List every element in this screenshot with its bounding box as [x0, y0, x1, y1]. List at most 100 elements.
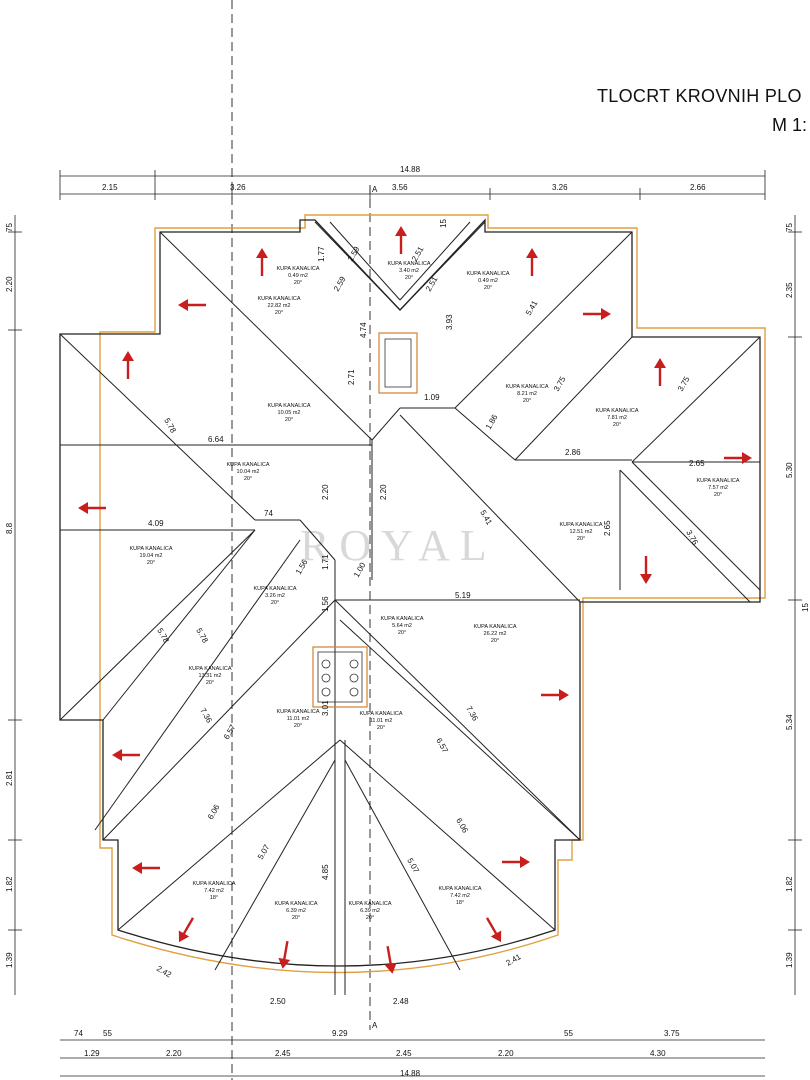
roof-area-slope: 20°: [523, 398, 531, 404]
flue-icon: [349, 659, 359, 669]
flue-icon: [321, 659, 331, 669]
roof-area-name: KUPA KANALICA: [277, 709, 320, 715]
slope-arrows: [78, 226, 752, 974]
inner-dimension-label: 74: [264, 509, 273, 518]
roof-area-slope: 20°: [366, 915, 374, 921]
roof-area-name: KUPA KANALICA: [381, 616, 424, 622]
inner-dimension-label: 2.50: [270, 997, 286, 1006]
dim-top-5: 2.66: [690, 183, 706, 192]
roof-area-slope: 20°: [294, 280, 302, 286]
dim-bottom-total: 14.88: [400, 1069, 421, 1078]
inner-dimension-label: 1.09: [424, 393, 440, 402]
roof-area-area: 3.40 m2: [399, 268, 419, 274]
inner-dimension-label: 5.78: [155, 627, 171, 645]
slope-arrow-icon: [178, 917, 195, 943]
slope-arrow-icon: [122, 351, 134, 379]
inner-dimension-label: 2.71: [347, 369, 356, 385]
slope-arrow-icon: [640, 556, 652, 584]
inner-dimension-label: 2.41: [505, 952, 523, 968]
dim-left-5: 1.82: [5, 876, 14, 892]
roof-area-area: 7.57 m2: [708, 485, 728, 491]
roof-area-slope: 20°: [206, 680, 214, 686]
dim-right-5: 1.82: [785, 876, 794, 892]
roof-area-name: KUPA KANALICA: [258, 296, 301, 302]
roof-area-area: 22.82 m2: [268, 303, 291, 309]
inner-dimension-label: 2.20: [379, 484, 388, 500]
roof-area-name: KUPA KANALICA: [254, 586, 297, 592]
inner-dimension-label: 2.51: [424, 275, 440, 293]
roof-area-area: 11.01 m2: [287, 716, 310, 722]
skylight-inner: [384, 338, 412, 388]
roof-area-name: KUPA KANALICA: [268, 403, 311, 409]
roof-area-area: 0.49 m2: [288, 273, 308, 279]
roof-area-area: 8.21 m2: [517, 391, 537, 397]
inner-dimension-label: 2.86: [565, 448, 581, 457]
slope-arrow-icon: [384, 946, 397, 974]
dim-top-1: 2.15: [102, 183, 118, 192]
roof-area-name: KUPA KANALICA: [349, 901, 392, 907]
inner-dimension-label: 5.78: [162, 417, 178, 435]
slope-arrow-icon: [112, 749, 140, 761]
flue-icon: [321, 673, 331, 683]
flue-icon: [321, 687, 331, 697]
dim-bot1-5: 3.75: [664, 1029, 680, 1038]
roof-area-slope: 20°: [405, 275, 413, 281]
inner-dimension-label: 4.74: [359, 322, 368, 338]
dim-left-6: 1.39: [5, 952, 14, 968]
dim-right-7: 15: [801, 603, 810, 612]
roof-area-area: 6.39 m2: [286, 908, 306, 914]
roof-area-area: 7.42 m2: [204, 888, 224, 894]
inner-dimension-label: 2.65: [689, 459, 705, 468]
roof-outline: [59, 218, 761, 967]
roof-area-name: KUPA KANALICA: [560, 522, 603, 528]
dim-right-6: 1.39: [785, 952, 794, 968]
dimension-lines: [8, 170, 802, 1077]
roof-area-name: KUPA KANALICA: [227, 462, 270, 468]
roof-area-name: KUPA KANALICA: [193, 881, 236, 887]
dim-bot2-4: 2.45: [396, 1049, 412, 1058]
roof-area-slope: 20°: [398, 630, 406, 636]
dim-bot2-2: 2.20: [166, 1049, 182, 1058]
roof-area-area: 10.05 m2: [278, 410, 301, 416]
roof-area-slope: 18°: [456, 900, 464, 906]
watermark-text: ROYAL: [300, 521, 497, 570]
roof-area-slope: 20°: [244, 476, 252, 482]
inner-dimension-label: 3.93: [445, 314, 454, 330]
dim-bot2-5: 2.20: [498, 1049, 514, 1058]
roof-area-name: KUPA KANALICA: [360, 711, 403, 717]
flue-icon: [349, 673, 359, 683]
dim-bot2-1: 1.29: [84, 1049, 100, 1058]
inner-dimension-label: 2.20: [321, 484, 330, 500]
chimney-inner: [317, 651, 363, 703]
flue-icon: [349, 687, 359, 697]
roof-area-area: 7.42 m2: [450, 893, 470, 899]
inner-dimension-label: 4.09: [148, 519, 164, 528]
dim-bot2-3: 2.45: [275, 1049, 291, 1058]
inner-dimension-label: 5.41: [524, 299, 540, 317]
roof-area-name: KUPA KANALICA: [275, 901, 318, 907]
roof-area-name: KUPA KANALICA: [189, 666, 232, 672]
slope-arrow-icon: [278, 941, 291, 969]
inner-dimension-label: 7.36: [464, 705, 480, 723]
dim-right-4: 5.34: [785, 714, 794, 730]
roof-area-slope: 18°: [210, 895, 218, 901]
inner-dimension-label: 6.06: [454, 817, 470, 835]
inner-dimension-label: 7.36: [198, 707, 214, 725]
roof-area-area: 10.04 m2: [237, 469, 260, 475]
chimney: [312, 646, 368, 708]
roof-area-slope: 20°: [292, 915, 300, 921]
slope-arrow-icon: [502, 856, 530, 868]
inner-dimension-label: 2.59: [332, 275, 348, 293]
inner-dimension-label: 15: [439, 219, 448, 228]
inner-dimension-label: 1.77: [317, 246, 326, 262]
roof-area-area: 6.39 m2: [360, 908, 380, 914]
inner-dimension-label: 5.07: [405, 857, 421, 875]
roof-area-slope: 20°: [577, 536, 585, 542]
roof-area-name: KUPA KANALICA: [474, 624, 517, 630]
dim-top-4: 3.26: [552, 183, 568, 192]
inner-dimension-label: 2.59: [346, 245, 362, 263]
roof-area-slope: 20°: [271, 600, 279, 606]
section-mark-top: A: [372, 185, 378, 194]
roof-area-name: KUPA KANALICA: [388, 261, 431, 267]
